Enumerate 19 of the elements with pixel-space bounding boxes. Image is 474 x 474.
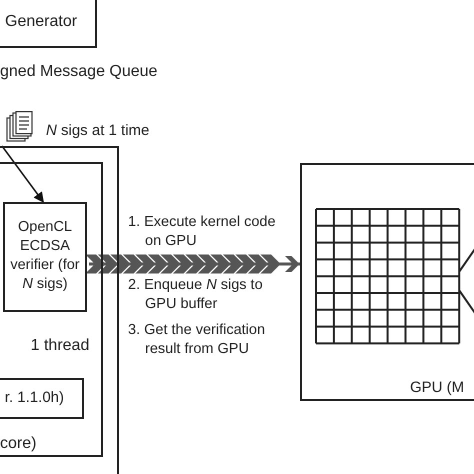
gpu-box <box>300 163 474 401</box>
chevron-arrow <box>85 254 302 274</box>
box-title: r. 1.1.0h) <box>4 388 64 407</box>
box-title: GPU (M <box>410 378 466 397</box>
step-text: 1. Execute kernel code on GPU <box>128 213 277 251</box>
process-box <box>3 202 87 312</box>
process-box <box>0 0 97 48</box>
box-title: Generator <box>5 12 78 31</box>
box-title: core) <box>0 434 38 453</box>
step-text: 3. Get the verification result from GPU <box>128 321 266 359</box>
container-box <box>0 162 103 457</box>
queue-label: gned Message Queue <box>0 62 158 81</box>
box-title: OpenCL ECDSA verifier (for N sigs) <box>9 218 81 294</box>
step-text: 2. Enqueue N sigs to GPU buffer <box>128 276 264 314</box>
process-box <box>0 378 84 419</box>
arrow <box>1 146 44 203</box>
signature-count-label: N sigs at 1 time <box>46 121 150 140</box>
container-box <box>0 146 119 474</box>
thread-label: 1 thread <box>30 336 90 355</box>
